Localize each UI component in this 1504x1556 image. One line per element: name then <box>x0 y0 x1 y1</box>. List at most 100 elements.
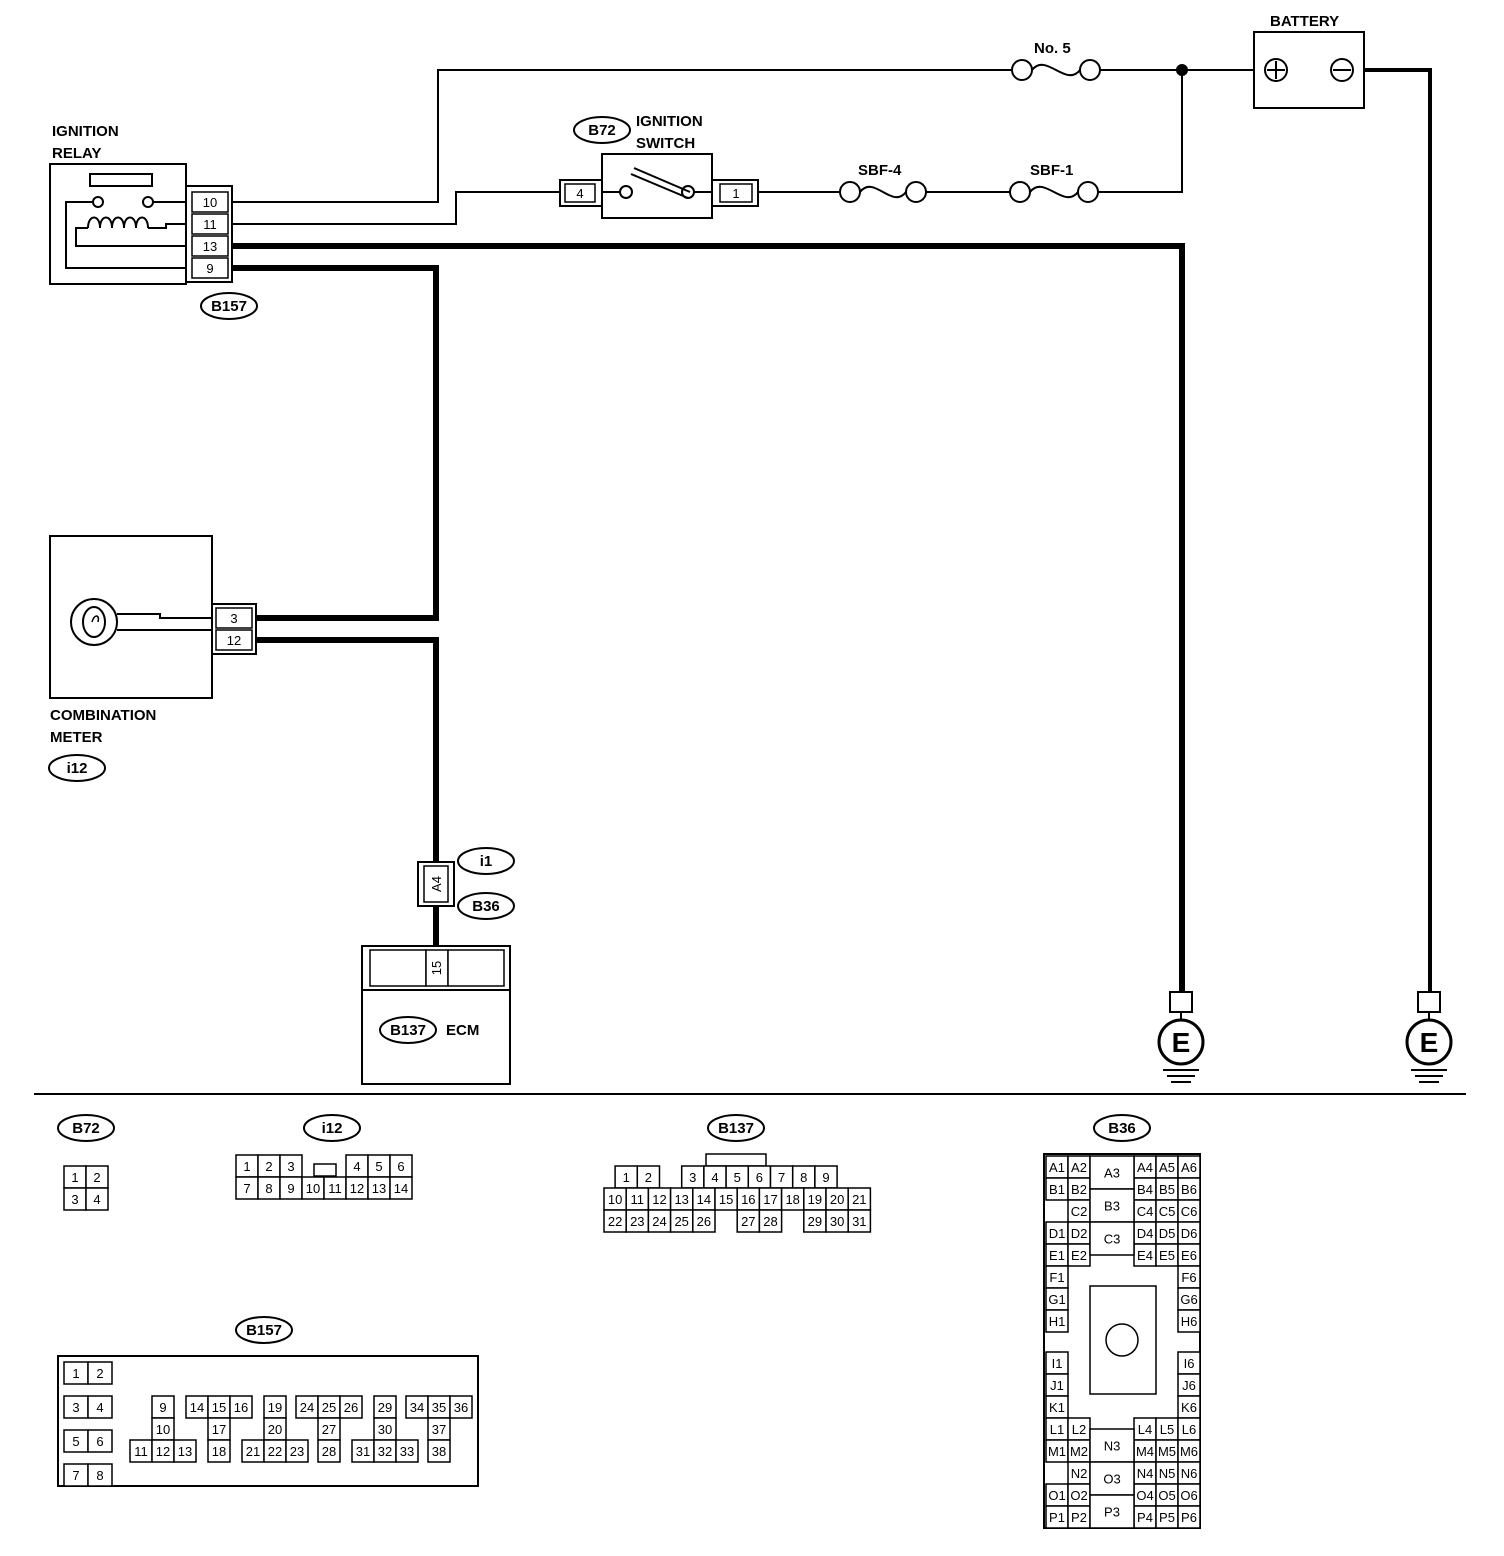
b36-pin-A1: A1 <box>1049 1160 1065 1175</box>
b137-pin-30: 30 <box>830 1214 844 1229</box>
b36-pin-L4: L4 <box>1138 1422 1152 1437</box>
ignition-switch: B72 IGNITION SWITCH 4 1 <box>559 113 759 219</box>
meter-pin-12: 12 <box>227 633 241 648</box>
b137-view-title: B137 <box>718 1120 754 1137</box>
b36-pin-N5: N5 <box>1159 1466 1176 1481</box>
b36-pin-B4: B4 <box>1137 1182 1153 1197</box>
b157-pin-1: 1 <box>72 1366 79 1381</box>
ecm-pin-15: 15 <box>429 961 444 975</box>
b157-view-title-oval <box>235 1316 293 1344</box>
b137-pin-1: 1 <box>623 1170 630 1185</box>
b36-pin-B2: B2 <box>1071 1182 1087 1197</box>
b36-pin-C2: C2 <box>1071 1204 1088 1219</box>
b157-pin-5: 5 <box>72 1434 79 1449</box>
switch-pin-4: 4 <box>576 186 583 201</box>
b157-pin-20: 20 <box>268 1422 282 1437</box>
b157-pin-14: 14 <box>190 1400 204 1415</box>
b36-pin-J1: J1 <box>1050 1378 1064 1393</box>
fuse-sbf4: SBF-4 <box>839 162 927 203</box>
relay-pin-10: 10 <box>203 195 217 210</box>
b36-pin-O3: O3 <box>1103 1472 1120 1487</box>
b36-pin-O3-cell <box>1089 1461 1135 1496</box>
i12-pin-6: 6 <box>397 1159 404 1174</box>
b137-pin-17: 17 <box>763 1192 777 1207</box>
ground-1-label: E <box>1172 1027 1191 1058</box>
b36-pin-L1: L1 <box>1050 1422 1064 1437</box>
b36-pin-H6-cell <box>1177 1309 1201 1333</box>
b157-pin-15: 15 <box>212 1400 226 1415</box>
b36-view-title-oval <box>1093 1114 1151 1142</box>
b36-pin-O5: O5 <box>1158 1488 1175 1503</box>
b157-pin-18: 18 <box>212 1444 226 1459</box>
i12-pin-4: 4 <box>353 1159 360 1174</box>
b36-lock-hole <box>1105 1323 1139 1357</box>
b157-pin-19: 19 <box>268 1400 282 1415</box>
b36-pin-C3: C3 <box>1104 1232 1121 1247</box>
b137-pin-31: 31 <box>852 1214 866 1229</box>
b157-pin-9: 9 <box>159 1400 166 1415</box>
b157-pin-30: 30 <box>378 1422 392 1437</box>
b36-pin-E5: E5 <box>1159 1248 1175 1263</box>
b36-pin-D4: D4 <box>1137 1226 1154 1241</box>
b157-pin-13-cell <box>173 1439 197 1463</box>
b137-pin-28-cell <box>758 1209 783 1233</box>
meter-label-2: METER <box>50 729 103 746</box>
b137-pin-22: 22 <box>608 1214 622 1229</box>
b157-pin-12: 12 <box>156 1444 170 1459</box>
i12-pin-11: 11 <box>328 1181 342 1196</box>
b157-pin-8-cell <box>87 1463 113 1487</box>
b157-pin-24: 24 <box>300 1400 314 1415</box>
joint-connector: A4 i1 B36 <box>417 847 515 920</box>
b36-pin-A2: A2 <box>1071 1160 1087 1175</box>
b36-pin-C4: C4 <box>1137 1204 1154 1219</box>
meter-label-1: COMBINATION <box>50 707 156 724</box>
b36-pin-D6: D6 <box>1181 1226 1198 1241</box>
b157-pin-2: 2 <box>96 1366 103 1381</box>
b72-pin-4: 4 <box>93 1192 100 1207</box>
i12-pin-14-cell <box>389 1176 413 1200</box>
i12-pin-1: 1 <box>243 1159 250 1174</box>
b36-pin-C5: C5 <box>1159 1204 1176 1219</box>
b137-pin-25: 25 <box>674 1214 688 1229</box>
b137-pin-26: 26 <box>697 1214 711 1229</box>
b137-pin-3: 3 <box>689 1170 696 1185</box>
b157-pin-18-cell <box>207 1439 231 1463</box>
i12-pin-9: 9 <box>287 1181 294 1196</box>
b137-pin-26-cell <box>692 1209 716 1233</box>
b36-pin-M5: M5 <box>1158 1444 1176 1459</box>
b157-pin-2-cell <box>87 1361 113 1385</box>
wire-meter12-joint <box>256 637 439 862</box>
tag-b137: B137 <box>390 1022 426 1039</box>
b157-pin-17: 17 <box>212 1422 226 1437</box>
b157-pin-28: 28 <box>322 1444 336 1459</box>
relay-pin-11: 11 <box>203 217 217 232</box>
b36-pin-J6: J6 <box>1182 1378 1196 1393</box>
b36-pin-N3-cell <box>1089 1428 1135 1463</box>
i12-pin-10: 10 <box>306 1181 320 1196</box>
b36-pin-A4: A4 <box>1137 1160 1153 1175</box>
junction-dot <box>1176 64 1188 76</box>
b36-view-title: B36 <box>1108 1120 1136 1137</box>
b36-pin-F1: F1 <box>1049 1270 1064 1285</box>
b157-pin-32: 32 <box>378 1444 392 1459</box>
b72-pin-4-cell <box>85 1187 109 1211</box>
b72-pin-3: 3 <box>71 1192 78 1207</box>
b157-pin-36: 36 <box>454 1400 468 1415</box>
b36-pin-P6: P6 <box>1181 1510 1197 1525</box>
i12-pin-8: 8 <box>265 1181 272 1196</box>
i12-pin-12: 12 <box>350 1181 364 1196</box>
fuse-no5: No. 5 <box>1011 40 1101 81</box>
sbf4-label: SBF-4 <box>858 162 902 179</box>
sbf1-label: SBF-1 <box>1030 162 1073 179</box>
i12-pin-2: 2 <box>265 1159 272 1174</box>
ground-2: E <box>1405 991 1453 1083</box>
b157-pin-6: 6 <box>96 1434 103 1449</box>
b36-pin-A6: A6 <box>1181 1160 1197 1175</box>
tag-i1: i1 <box>480 853 493 870</box>
b36-pin-B3: B3 <box>1104 1199 1120 1214</box>
b36-pin-A3: A3 <box>1104 1166 1120 1181</box>
b36-pin-G1: G1 <box>1048 1292 1065 1307</box>
b36-pin-A5: A5 <box>1159 1160 1175 1175</box>
b157-pin-31: 31 <box>356 1444 370 1459</box>
b137-pin-24: 24 <box>652 1214 666 1229</box>
